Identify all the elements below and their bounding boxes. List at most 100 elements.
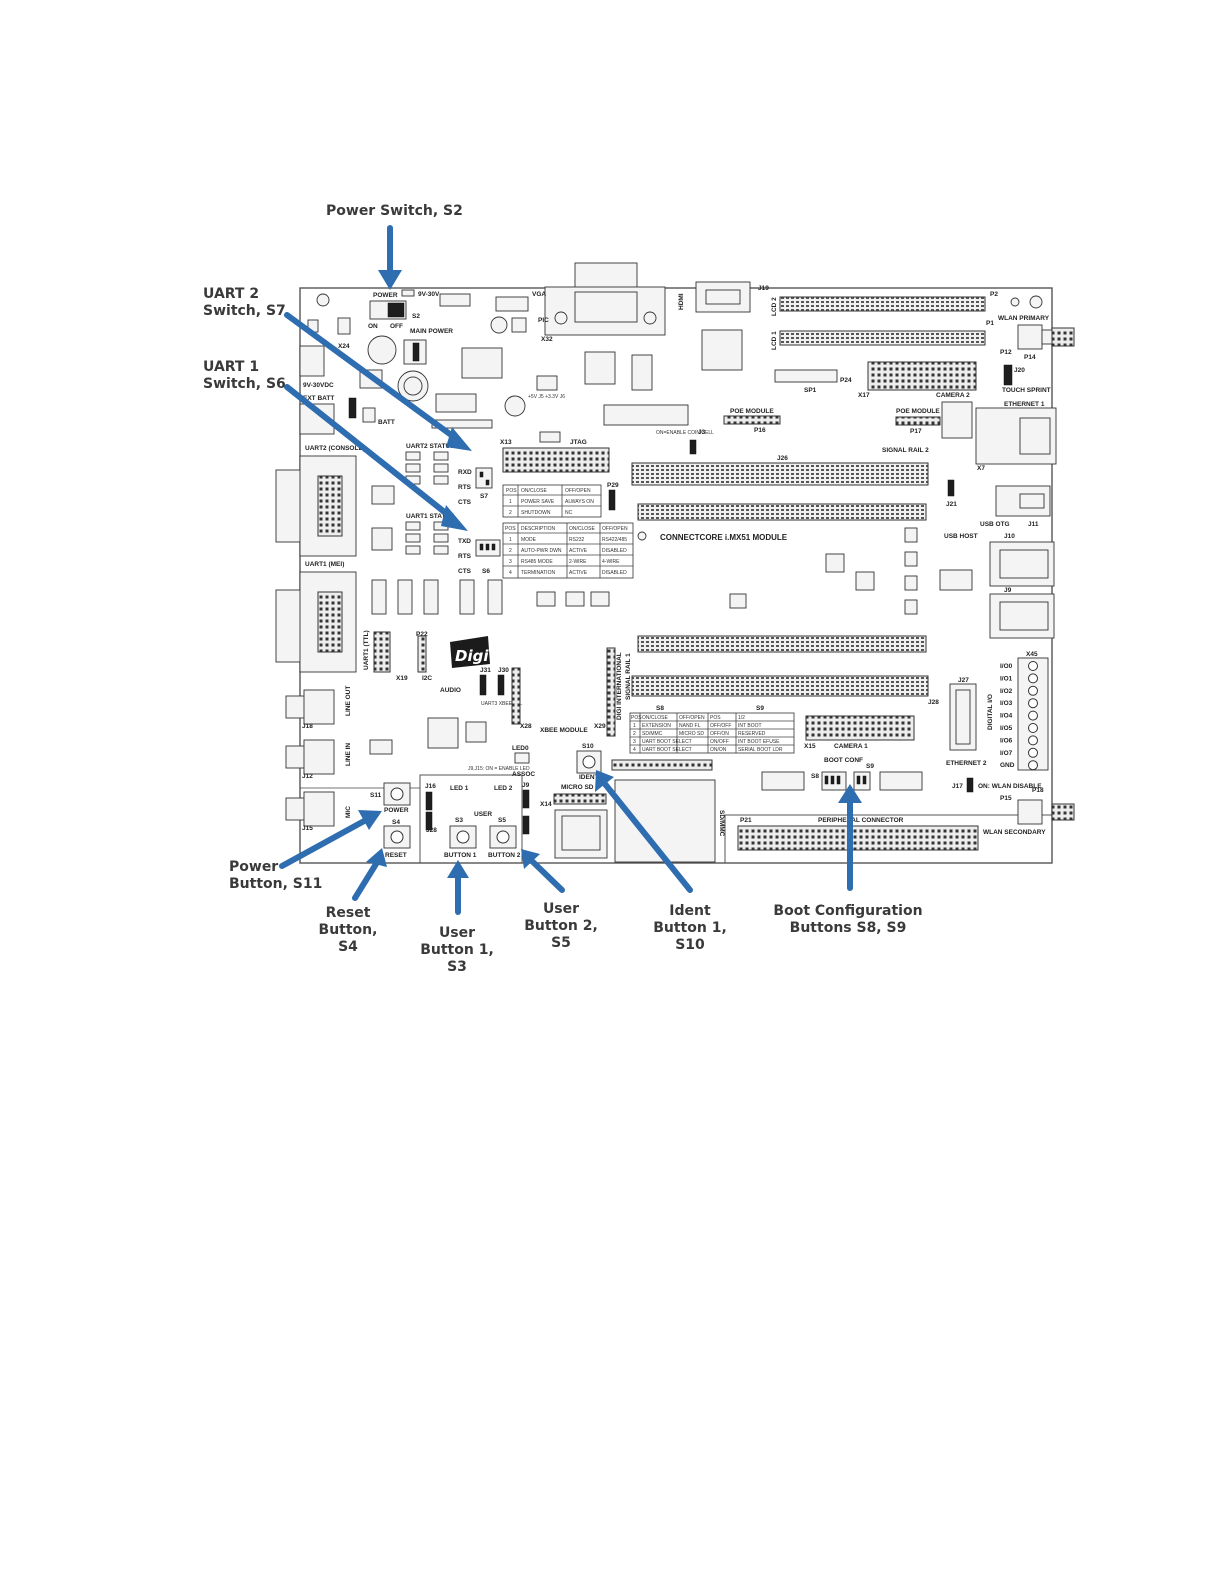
- terminal-screw: [1028, 723, 1038, 733]
- svg-text:J17: J17: [952, 783, 963, 790]
- svg-text:EXT BATT: EXT BATT: [303, 395, 334, 402]
- svg-text:X19: X19: [396, 675, 408, 682]
- lcd-connectors: P2 P1 LCD 2 LCD 1: [771, 291, 1043, 350]
- svg-text:UART1 (TTL): UART1 (TTL): [363, 630, 370, 670]
- svg-text:UART BOOT SELECT: UART BOOT SELECT: [642, 747, 692, 753]
- svg-text:DISABLED: DISABLED: [602, 548, 627, 554]
- svg-text:2: 2: [509, 548, 512, 554]
- reset-button-s4[interactable]: S4 RESET: [383, 819, 411, 859]
- svg-text:1: 1: [509, 499, 512, 505]
- svg-text:S10: S10: [675, 937, 705, 953]
- svg-text:UART BOOT SELECT: UART BOOT SELECT: [642, 739, 692, 745]
- svg-text:ON/CLOSE: ON/CLOSE: [521, 488, 548, 494]
- svg-text:SIGNAL RAIL 1: SIGNAL RAIL 1: [625, 653, 632, 700]
- usb-otg-connector: USB OTG J11 J21: [946, 479, 1051, 528]
- svg-text:Button, S11: Button, S11: [229, 876, 322, 892]
- user-button-s5[interactable]: USER S5 BUTTON 2: [474, 811, 521, 859]
- svg-text:PERIPHERAL CONNECTOR: PERIPHERAL CONNECTOR: [818, 817, 904, 824]
- svg-text:RESET: RESET: [385, 852, 407, 859]
- uart-mode-tables: POS ON/CLOSE OFF/OPEN 1 POWER SAVE ALWAY…: [502, 482, 634, 579]
- svg-text:9V-30VDC: 9V-30VDC: [303, 382, 334, 389]
- label-user-button-1: User: [439, 925, 475, 941]
- signal-rail-1: DIGI INTERNATIONAL SIGNAL RAIL 1 J28: [616, 652, 939, 720]
- svg-text:PIC: PIC: [538, 317, 549, 324]
- svg-text:TOUCH SPRINT: TOUCH SPRINT: [1002, 387, 1051, 394]
- svg-text:X14: X14: [540, 801, 552, 808]
- svg-text:S8: S8: [656, 705, 664, 712]
- terminal-screw: [1028, 760, 1038, 771]
- svg-text:P22: P22: [416, 631, 428, 638]
- svg-text:P17: P17: [910, 428, 922, 435]
- svg-text:POS: POS: [631, 715, 642, 721]
- svg-text:LED0: LED0: [512, 745, 529, 752]
- svg-text:USB HOST: USB HOST: [944, 533, 978, 540]
- svg-text:X7: X7: [977, 465, 985, 472]
- svg-text:BUTTON 1: BUTTON 1: [444, 852, 477, 859]
- svg-text:S11: S11: [370, 792, 382, 799]
- svg-text:4: 4: [509, 570, 512, 576]
- svg-text:RXD: RXD: [458, 469, 472, 476]
- svg-text:J16: J16: [425, 783, 436, 790]
- svg-text:P29: P29: [607, 482, 619, 489]
- svg-text:J3: J3: [698, 429, 706, 436]
- svg-text:J26: J26: [777, 455, 788, 462]
- terminal-screw: [1028, 698, 1038, 709]
- digital-io-terminal: X45 DIGITAL I/O I/O0I/O1I/O2I/O3I/O4I/O5…: [987, 651, 1049, 771]
- label-ident-button: Ident: [669, 903, 711, 919]
- svg-text:AUTO-PWR DWN: AUTO-PWR DWN: [521, 548, 562, 554]
- terminal-screw: [1028, 661, 1038, 671]
- ident-button-s10[interactable]: S10 IDENT: [576, 743, 602, 781]
- svg-text:OFF/OFF: OFF/OFF: [710, 723, 731, 729]
- svg-text:WLAN SECONDARY: WLAN SECONDARY: [983, 829, 1046, 836]
- user-button-s3[interactable]: S3 BUTTON 1: [444, 817, 477, 859]
- svg-text:OFF/OPEN: OFF/OPEN: [602, 526, 628, 532]
- peripheral-connector: P21 PERIPHERAL CONNECTOR: [737, 817, 979, 851]
- callout-labels: Power Switch, S2 UART 2 Switch, S7 UART …: [203, 203, 923, 975]
- svg-text:ALWAYS ON: ALWAYS ON: [565, 499, 594, 505]
- svg-text:ACTIVE: ACTIVE: [569, 570, 588, 576]
- svg-text:CONNECTCORE i.MX51 MODULE: CONNECTCORE i.MX51 MODULE: [660, 533, 788, 542]
- svg-text:J10: J10: [1004, 533, 1015, 540]
- uart1-ttl-header: UART1 (TTL) P22 I2C X19: [363, 579, 503, 682]
- svg-text:USB OTG: USB OTG: [980, 521, 1010, 528]
- svg-text:P14: P14: [1024, 354, 1036, 361]
- svg-text:3: 3: [509, 559, 512, 565]
- svg-text:CTS: CTS: [458, 568, 472, 575]
- svg-text:EXTENSION: EXTENSION: [642, 723, 671, 729]
- hdmi-connector: HDMI J19 +5V J5 +3.3V J6: [528, 281, 769, 400]
- svg-text:OFF: OFF: [390, 323, 403, 330]
- led1-jumper: J16 LED 1 J28: [425, 783, 469, 834]
- label-power-switch: Power Switch, S2: [326, 203, 463, 219]
- arrow-user-button-2: [530, 859, 565, 893]
- svg-text:XBEE MODULE: XBEE MODULE: [540, 727, 588, 734]
- svg-text:LED 2: LED 2: [494, 785, 513, 792]
- power-button-s11[interactable]: S11 POWER: [370, 782, 411, 814]
- svg-text:Buttons S8, S9: Buttons S8, S9: [790, 920, 907, 936]
- svg-text:J9,J15: ON = ENABLE LED: J9,J15: ON = ENABLE LED: [468, 766, 530, 772]
- vga-connector: VGA PIC X32: [532, 262, 666, 343]
- terminal-screw: [1028, 735, 1038, 746]
- svg-text:AUDIO: AUDIO: [440, 687, 461, 694]
- svg-text:P24: P24: [840, 377, 852, 384]
- uart1-mei-connector: UART1 (MEI): [275, 561, 357, 673]
- boot-conf-switches[interactable]: BOOT CONF S8 S9: [761, 757, 923, 791]
- label-reset-button: Reset: [326, 905, 371, 921]
- svg-text:S4: S4: [338, 939, 358, 955]
- svg-text:SD/MMC: SD/MMC: [718, 810, 725, 837]
- svg-text:X24: X24: [338, 343, 350, 350]
- arrow-uart2-switch: [284, 312, 461, 443]
- svg-text:INT BOOT: INT BOOT: [738, 723, 762, 729]
- svg-text:CAMERA 1: CAMERA 1: [834, 743, 868, 750]
- label-boot-config: Boot Configuration: [773, 903, 922, 919]
- svg-text:S9: S9: [756, 705, 764, 712]
- svg-text:BOOT CONF: BOOT CONF: [824, 757, 863, 764]
- io-pin-label: I/O5: [1000, 725, 1013, 732]
- svg-text:ON: WLAN DISABLE: ON: WLAN DISABLE: [978, 783, 1042, 790]
- svg-text:Button,: Button,: [319, 922, 378, 938]
- svg-text:2: 2: [509, 510, 512, 516]
- label-power-button: Power: [229, 859, 278, 875]
- svg-text:X15: X15: [804, 743, 816, 750]
- svg-text:J20: J20: [1014, 367, 1025, 374]
- audio-section: AUDIO LINE OUT J18 LINE IN J12 MIC J15: [285, 686, 487, 832]
